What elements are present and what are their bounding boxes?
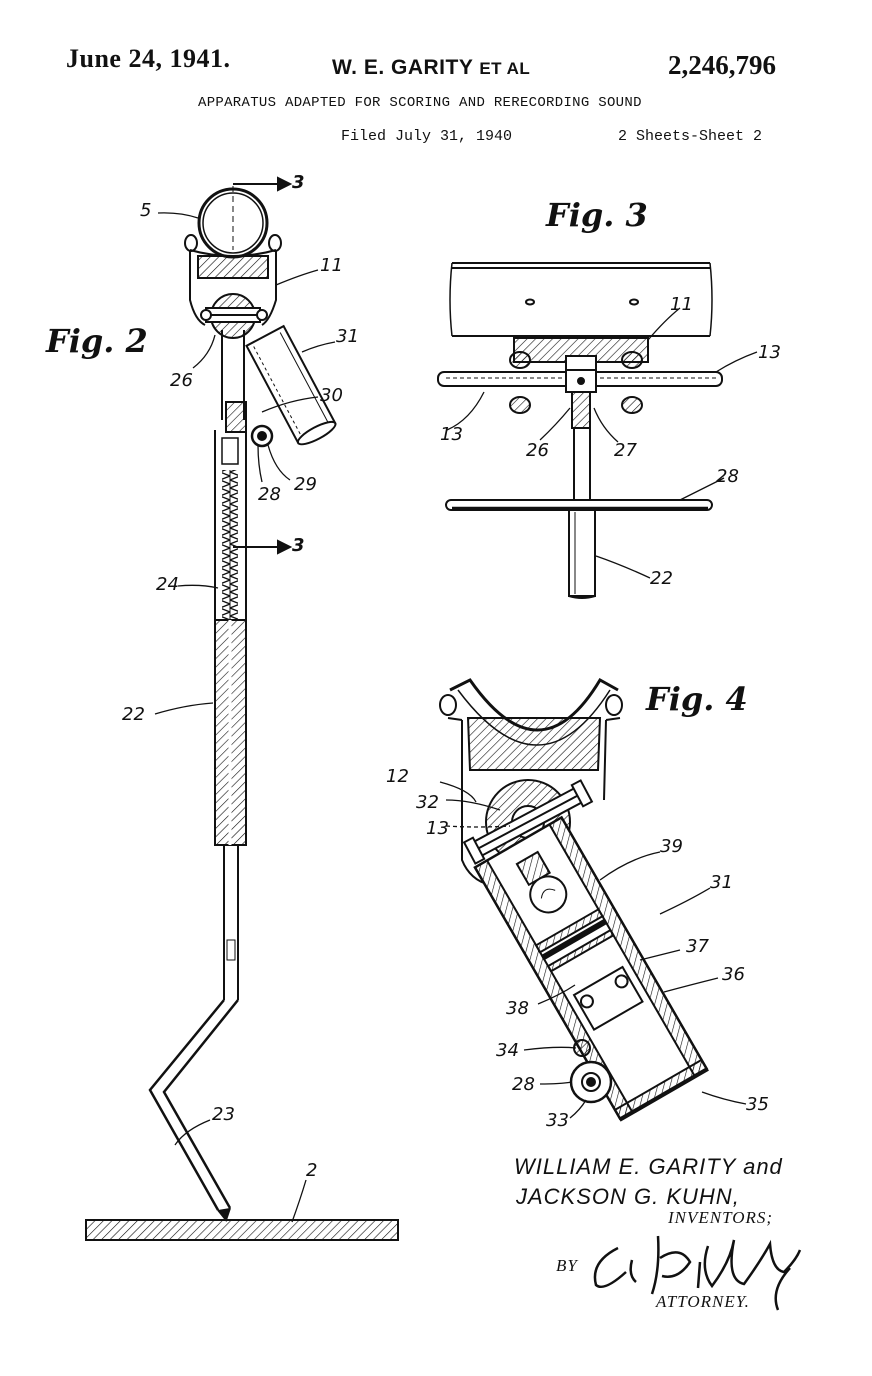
fig3-ref-22: 22 [650, 568, 673, 589]
fig4-ref-37: 37 [686, 936, 709, 957]
fig2-ref-31: 31 [336, 326, 359, 347]
fig2-ref-28: 28 [258, 484, 281, 505]
fig3-ref-26: 26 [526, 440, 549, 461]
fig3-label: Fig. 3 [546, 196, 648, 234]
fig2-ref-5: 5 [140, 200, 152, 221]
patent-title: APPARATUS ADAPTED FOR SCORING AND RERECO… [198, 95, 642, 111]
fig3-ref-11: 11 [670, 294, 693, 315]
patent-number: 2,246,796 [668, 50, 776, 80]
sheet-count: 2 Sheets-Sheet 2 [618, 128, 763, 145]
fig2-ref-2: 2 [306, 1160, 318, 1181]
fig4-ref-38: 38 [506, 998, 529, 1019]
filed-date: Filed July 31, 1940 [341, 128, 513, 145]
fig4-ref-28: 28 [512, 1074, 535, 1095]
inventor-heading: W. E. GARITY ET AL [332, 56, 530, 80]
fig4-ref-39: 39 [660, 836, 683, 857]
fig2-section-mark-bottom: 3 [292, 535, 305, 556]
fig4-ref-36: 36 [722, 964, 745, 985]
fig2-ref-26: 26 [170, 370, 193, 391]
fig4-ref-13: 13 [426, 818, 449, 839]
fig2-ref-24: 24 [156, 574, 179, 595]
fig4-ref-33: 33 [546, 1110, 569, 1131]
inventors-label: INVENTORS; [668, 1208, 774, 1227]
attorney-signature-scribble [593, 1235, 802, 1311]
fig4-ref-32: 32 [416, 792, 439, 813]
inventor-signature-line1: WILLIAM E. GARITY and [514, 1154, 783, 1179]
fig4-drawing [439, 677, 747, 1122]
fig2-ref-22: 22 [122, 704, 145, 725]
fig4-label: Fig. 4 [646, 680, 748, 718]
fig3-ref-27: 27 [614, 440, 637, 461]
attorney-label: ATTORNEY. [656, 1292, 750, 1311]
fig3-ref-13-right: 13 [758, 342, 781, 363]
fig2-ref-30: 30 [320, 385, 343, 406]
by-label: BY [556, 1256, 578, 1275]
inventor-signature-line2: JACKSON G. KUHN, [516, 1184, 740, 1209]
fig3-ref-28: 28 [716, 466, 739, 487]
fig2-ref-11: 11 [320, 255, 343, 276]
fig2-drawing [85, 176, 399, 1241]
patent-date: June 24, 1941. [66, 44, 231, 73]
inventor-suffix: ET AL [479, 59, 531, 78]
fig4-ref-31: 31 [710, 872, 733, 893]
fig4-ref-12: 12 [386, 766, 409, 787]
fig2-ref-23: 23 [212, 1104, 235, 1125]
fig2-section-mark-top: 3 [292, 172, 305, 193]
inventor-name: W. E. GARITY [332, 56, 473, 79]
fig3-drawing [437, 262, 758, 599]
fig4-ref-35: 35 [746, 1094, 769, 1115]
fig4-ref-34: 34 [496, 1040, 519, 1061]
fig2-label: Fig. 2 [46, 322, 148, 360]
fig3-ref-13-left: 13 [440, 424, 463, 445]
fig2-ref-29: 29 [294, 474, 317, 495]
